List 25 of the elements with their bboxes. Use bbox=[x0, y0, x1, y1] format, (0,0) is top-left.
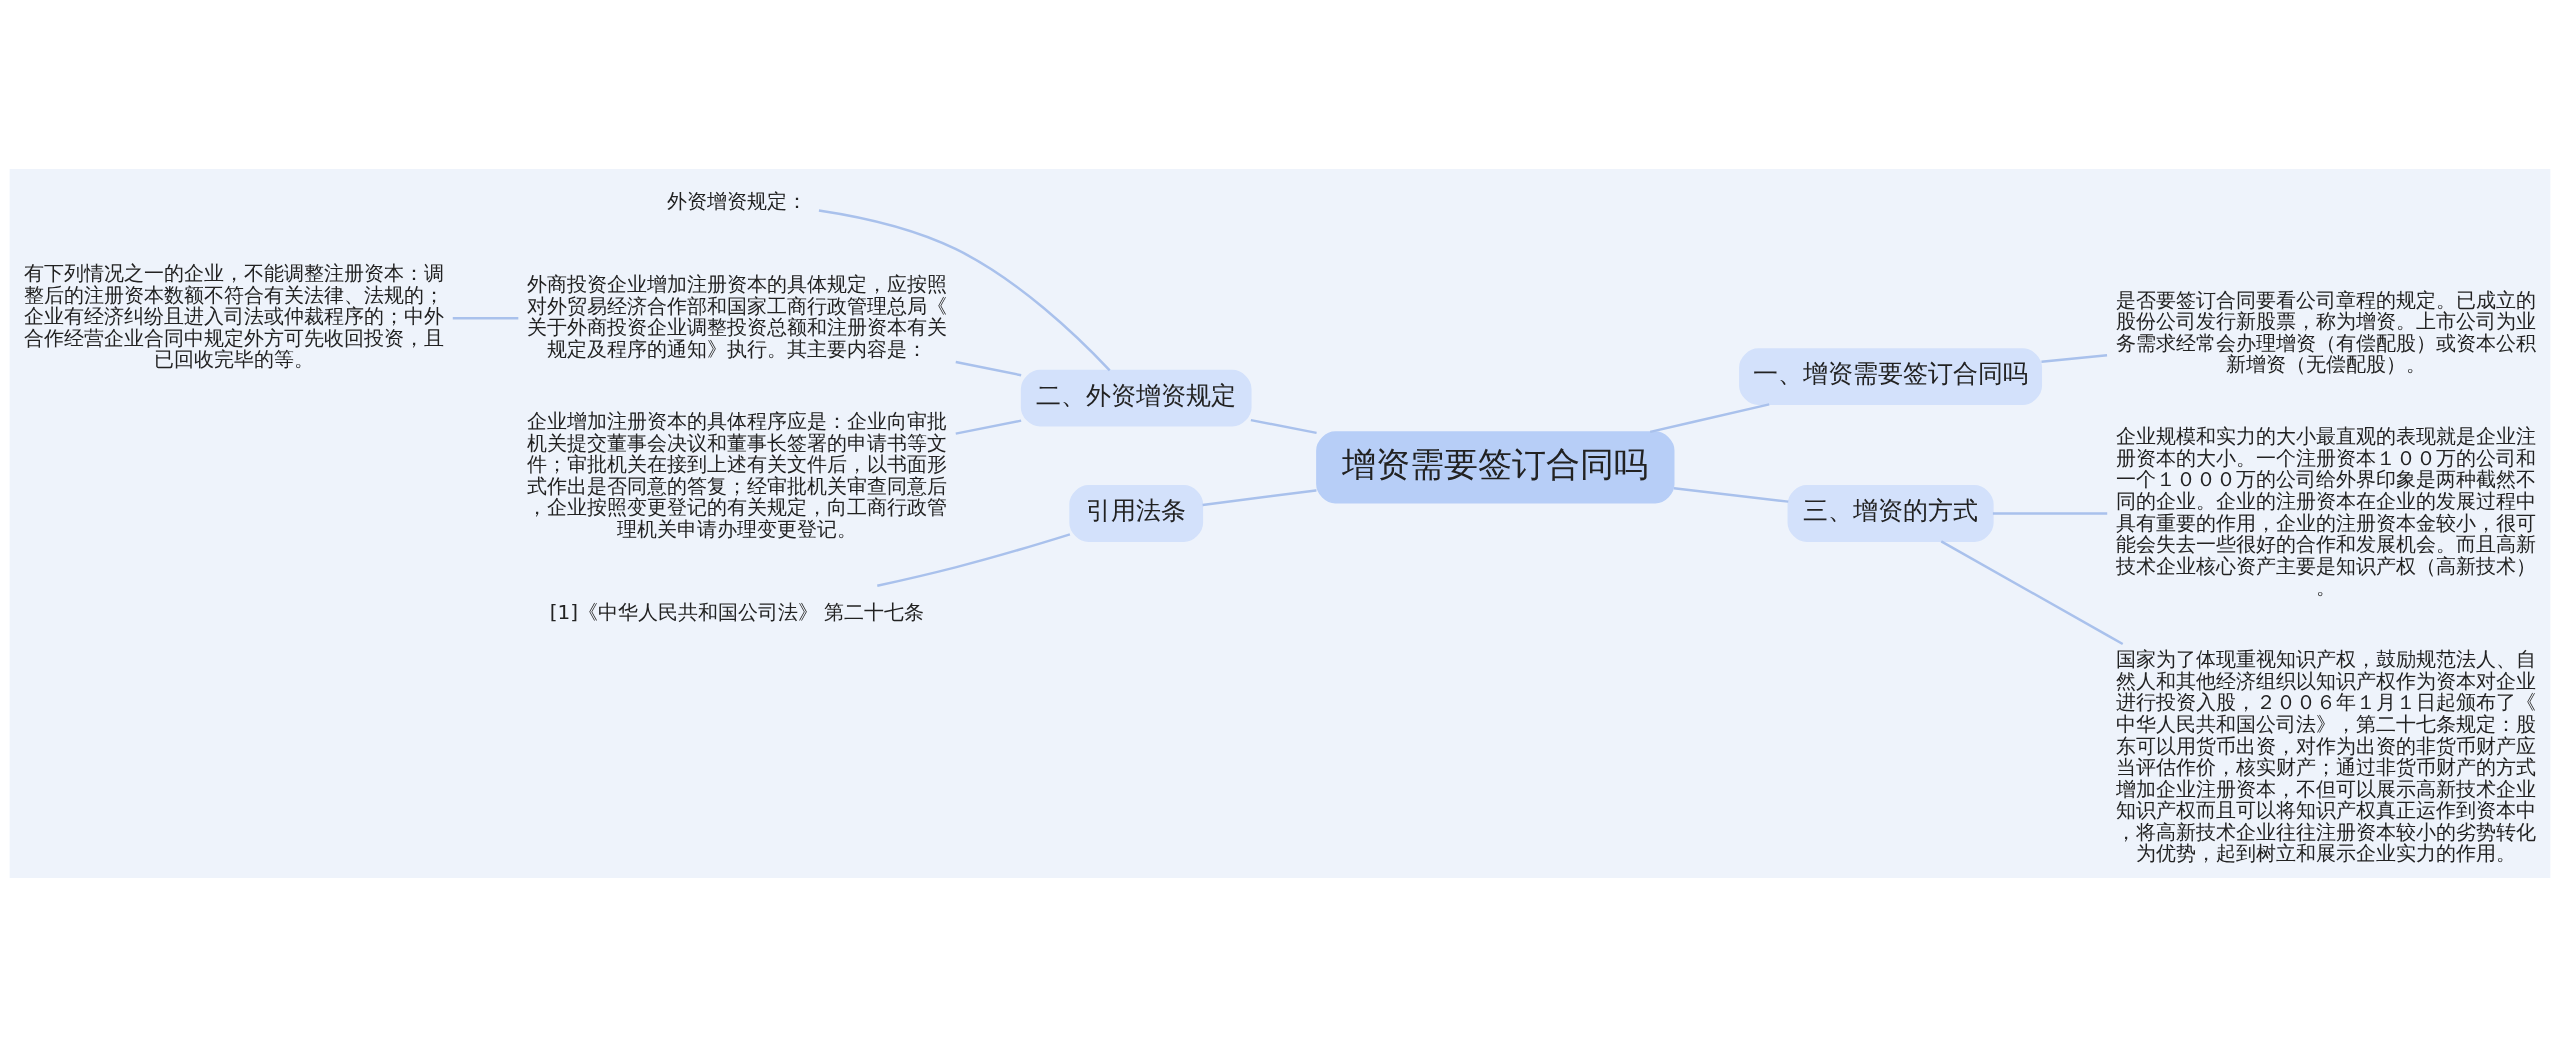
node-text: 企业增加注册资本的具体程序应是：企业向审批机关提交董事会决议和董事长签署的申请书等文件；审批机关在接到上述有关文件后，以书面形式作出是否同意的答复；经审批机关审查同意后，企业按照变更登记的有关规定，向工商行政管理机关申请办理变更登记。 bbox=[527, 408, 948, 541]
node-text: [1]《中华人民共和国公司法》 第二十七条 bbox=[549, 599, 925, 624]
node-box: 二、外资增资规定 bbox=[1020, 369, 1252, 427]
node-text: 有下列情况之一的企业，不能调整注册资本：调整后的注册资本数额不符合有关法律、法规的；企业有经济纠纷且进入司法或仲裁程序的；中外合作经营企业合同中规定外方可先收回投资，且已回收完毕的等。 bbox=[24, 261, 445, 372]
connector bbox=[1649, 403, 1770, 434]
connector bbox=[955, 419, 1022, 435]
connector bbox=[1992, 512, 2108, 515]
connector bbox=[1250, 418, 1317, 435]
node-text: 外商投资企业增加注册资本的具体规定，应按照对外贸易经济合作部和国家工商行政管理总局《关于外商投资企业调整投资总额和注册资本有关规定及程序的通知》执行。其主要内容是： bbox=[527, 272, 948, 361]
connector bbox=[818, 209, 1111, 372]
node-text: 企业规模和实力的大小最直观的表现就是企业注册资本的大小。一个注册资本１００万的公司和一个１０００万的公司给外界印象是两种截然不同的企业。企业的注册资本在企业的发展过程中具有重要的作用，企业的注册资本金较小，很可能会失去一些很好的合作和发展机会。而且高新技术企业核心资产主要是知识产权（高新技术）。 bbox=[2115, 424, 2536, 600]
node-box: 一、增资需要签订合同吗 bbox=[1739, 348, 2043, 406]
connector bbox=[877, 533, 1071, 587]
node-text: 外资增资规定： bbox=[667, 189, 808, 214]
connector bbox=[955, 360, 1022, 377]
node-text: 是否要签订合同要看公司章程的规定。已成立的股份公司发行新股票，称为增资。上市公司为业务需求经常会办理增资（有偿配股）或资本公积新增资（无偿配股）。 bbox=[2115, 287, 2536, 377]
connector bbox=[452, 316, 519, 320]
connector bbox=[1940, 540, 2124, 646]
connector bbox=[1202, 489, 1317, 507]
node-box: 引用法条 bbox=[1069, 485, 1204, 542]
node-box: 增资需要签订合同吗 bbox=[1316, 431, 1675, 504]
node-box: 三、增资的方式 bbox=[1787, 485, 1994, 542]
connector bbox=[2041, 353, 2108, 363]
connector bbox=[1673, 486, 1789, 503]
node-text: 国家为了体现重视知识产权，鼓励规范法人、自然人和其他经济组织以知识产权作为资本对企业进行投资入股，２００６年１月１日起颁布了《中华人民共和国公司法》，第二十七条规定：股东可以用货币出资，对作为出资的非货币财产应当评估作价，核实财产；通过非货币财产的方式增加企业注册资本，不但可以展示高新技术企业知识产权而且可以将知识产权真正运作到资本中，将高新技术企业往往注册资本较小的劣势转化为优势，起到树立和展示企业实力的作用。 bbox=[2115, 647, 2536, 866]
